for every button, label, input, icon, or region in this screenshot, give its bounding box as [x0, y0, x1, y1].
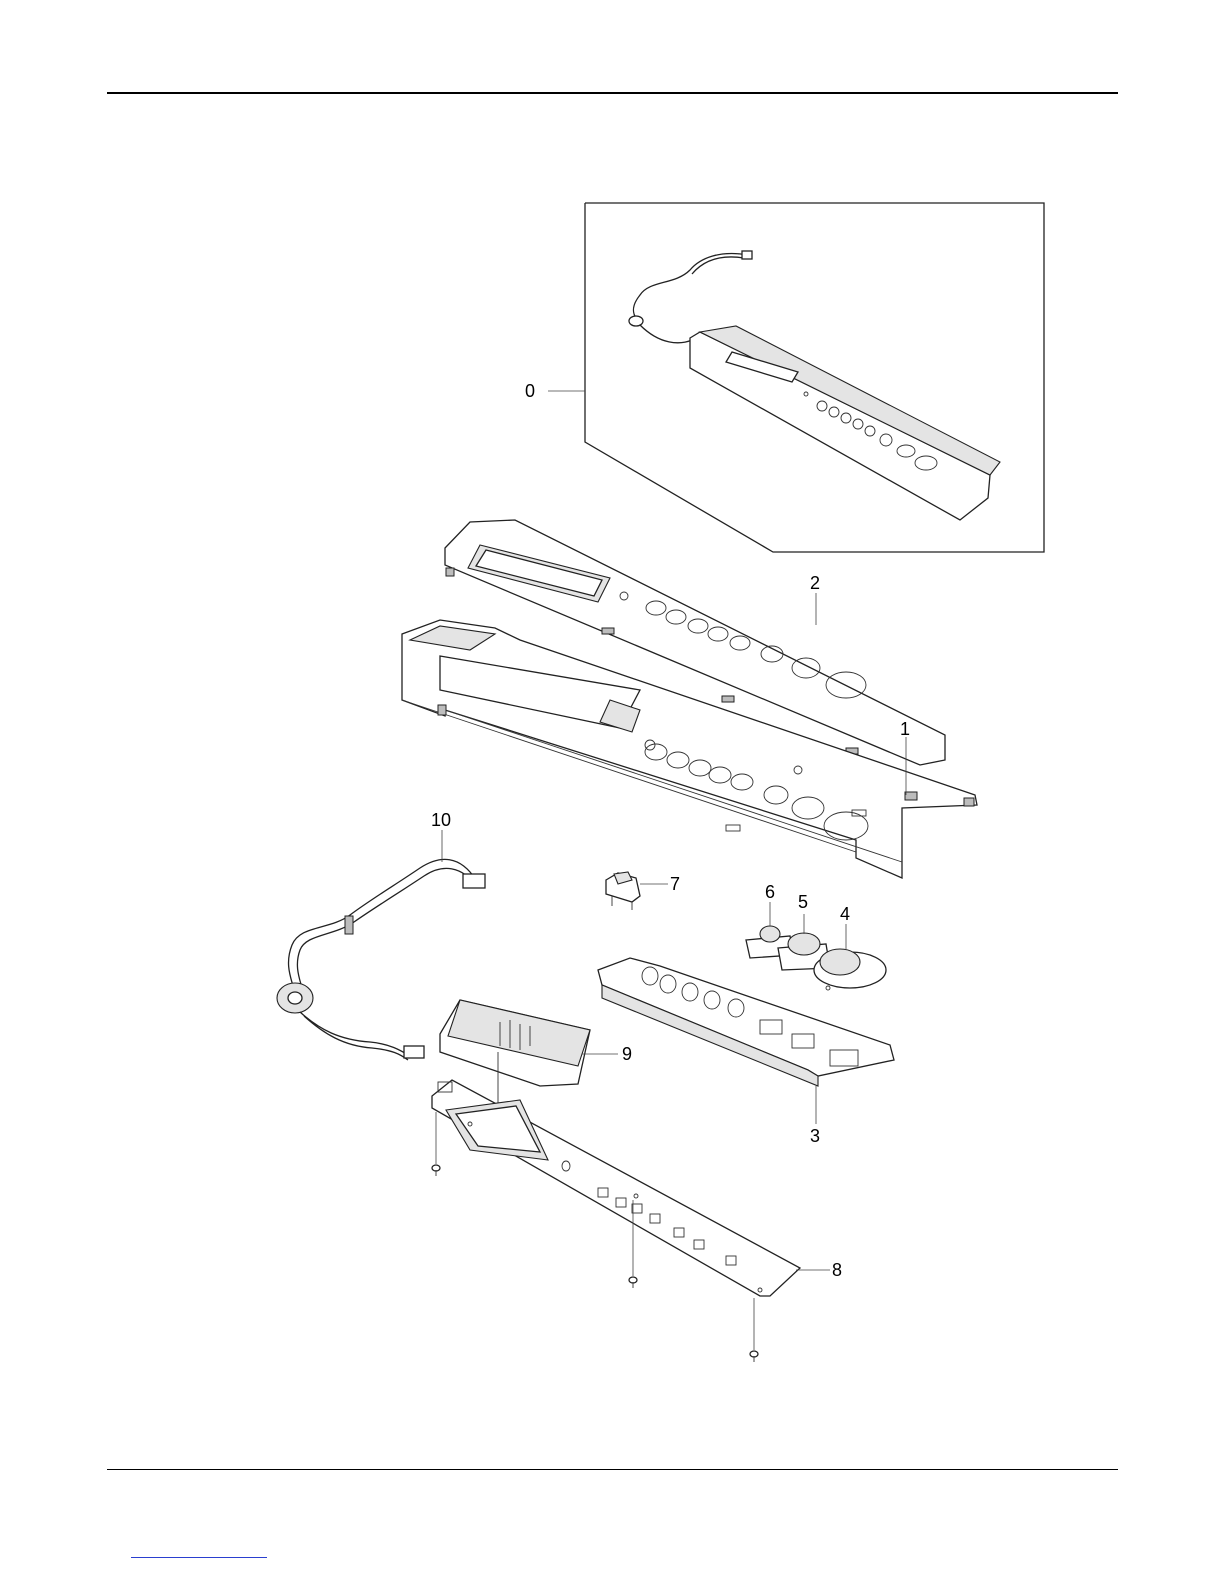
part-8-pcb [432, 1080, 800, 1296]
callout-6: 6 [765, 882, 775, 902]
callout-0: 0 [525, 381, 535, 401]
callout-1: 1 [900, 719, 910, 739]
part-7-clip [606, 872, 640, 910]
callout-7: 7 [670, 874, 680, 894]
callout-8: 8 [832, 1260, 842, 1280]
callout-3: 3 [810, 1126, 820, 1146]
assembly-inset [585, 203, 1044, 552]
callout-4: 4 [840, 904, 850, 924]
footer-link-underline[interactable] [131, 1557, 267, 1558]
callout-10: 10 [431, 810, 451, 830]
part-4-button [814, 924, 886, 990]
callout-2: 2 [810, 573, 820, 593]
footer-rule [107, 1469, 1118, 1470]
callout-5: 5 [798, 892, 808, 912]
callout-9: 9 [622, 1044, 632, 1064]
